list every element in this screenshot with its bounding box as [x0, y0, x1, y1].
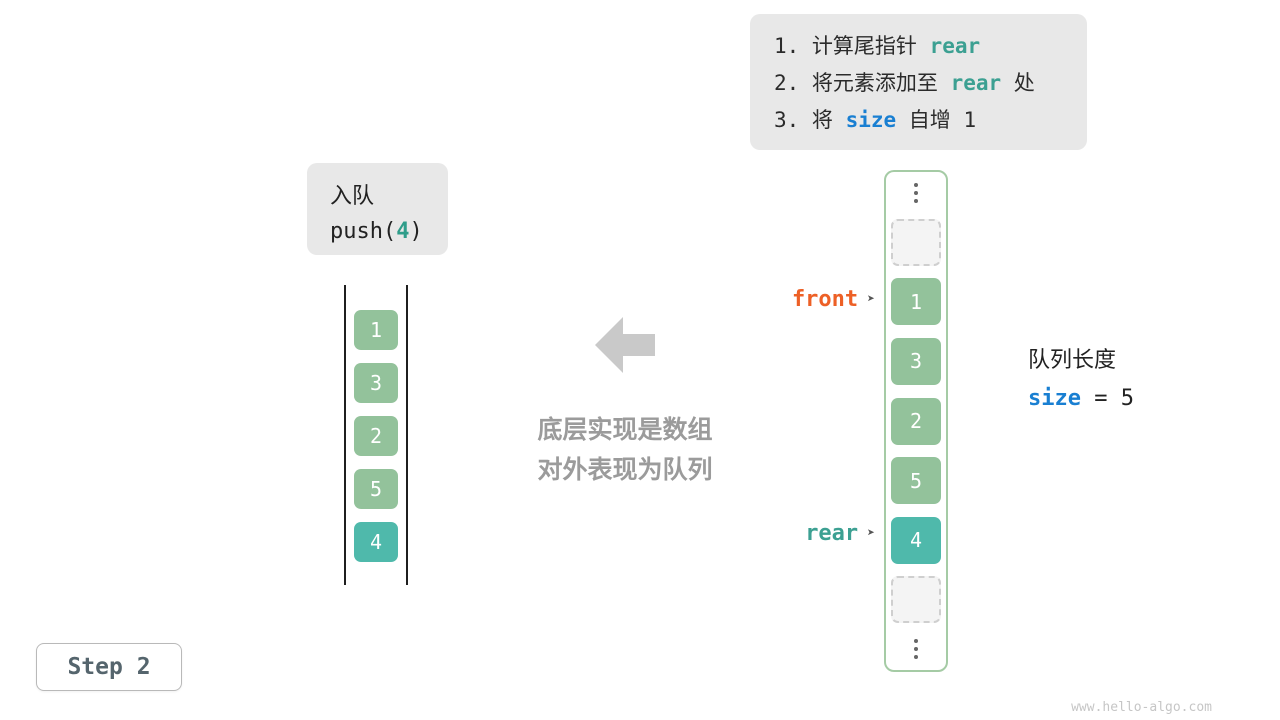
- array-cell: 1: [891, 278, 941, 326]
- queue-cell: 2: [354, 416, 398, 456]
- array-cell-rear: 4: [891, 516, 941, 564]
- instruction-text: 自增 1: [896, 108, 977, 132]
- abstract-queue: 1 3 2 5 4: [344, 285, 408, 585]
- queue-rail-right: [406, 285, 408, 585]
- instruction-line-1: 1. 计算尾指针 rear: [774, 30, 1063, 60]
- instruction-line-2: 2. 将元素添加至 rear 处: [774, 67, 1063, 97]
- step-label: Step 2: [67, 654, 151, 680]
- code-text: push(: [330, 219, 397, 244]
- instruction-line-3: 3. 将 size 自增 1: [774, 104, 1063, 134]
- caption-line-1: 底层实现是数组: [537, 416, 713, 444]
- ellipsis-icon: [914, 636, 918, 662]
- rear-pointer: rear ➤: [745, 521, 875, 546]
- queue-length-value: size = 5: [1028, 386, 1134, 411]
- queue-cell-new: 4: [354, 522, 398, 562]
- queue-rail-left: [344, 285, 346, 585]
- instructions-panel: 1. 计算尾指针 rear 2. 将元素添加至 rear 处 3. 将 size…: [750, 14, 1087, 150]
- instruction-text: 3. 将: [774, 108, 846, 132]
- ellipsis-icon: [914, 180, 918, 206]
- keyword-size: size: [845, 108, 897, 132]
- pointer-arrow-icon: ➤: [867, 526, 875, 541]
- instruction-text: 2. 将元素添加至: [774, 71, 951, 95]
- step-badge: Step 2: [36, 643, 182, 691]
- array-cell-empty: [891, 576, 941, 624]
- queue-length-info: 队列长度 size = 5: [1028, 342, 1134, 411]
- queue-cell: 1: [354, 310, 398, 350]
- size-variable: size: [1028, 386, 1081, 411]
- front-pointer-label: front: [791, 287, 859, 312]
- caption-line-2: 对外表现为队列: [537, 456, 713, 484]
- operation-title: 入队: [330, 183, 375, 208]
- array-cell: 5: [891, 457, 941, 505]
- code-text: ): [409, 219, 423, 244]
- operation-panel: 入队 push(4): [307, 163, 448, 255]
- queue-cell: 3: [354, 363, 398, 403]
- left-arrow-icon: [595, 317, 655, 373]
- front-pointer: front ➤: [745, 287, 875, 312]
- rear-pointer-label: rear: [805, 521, 859, 546]
- code-argument: 4: [396, 219, 410, 244]
- operation-code: push(4): [330, 219, 448, 244]
- abstract-queue-cells: 1 3 2 5 4: [354, 310, 398, 562]
- queue-cell: 5: [354, 469, 398, 509]
- array-cell-empty: [891, 218, 941, 266]
- instruction-text: 1. 计算尾指针: [774, 34, 930, 58]
- instruction-text: 处: [1001, 71, 1035, 95]
- array-cell: 2: [891, 397, 941, 445]
- keyword-rear: rear: [929, 34, 981, 58]
- keyword-rear: rear: [950, 71, 1002, 95]
- array-cell: 3: [891, 337, 941, 385]
- caption: 底层实现是数组 对外表现为队列: [505, 410, 745, 490]
- size-value: = 5: [1080, 386, 1134, 411]
- pointer-arrow-icon: ➤: [867, 292, 875, 307]
- watermark: www.hello-algo.com: [1071, 700, 1212, 715]
- underlying-array: 1 3 2 5 4: [884, 170, 948, 672]
- queue-length-label: 队列长度: [1028, 347, 1117, 372]
